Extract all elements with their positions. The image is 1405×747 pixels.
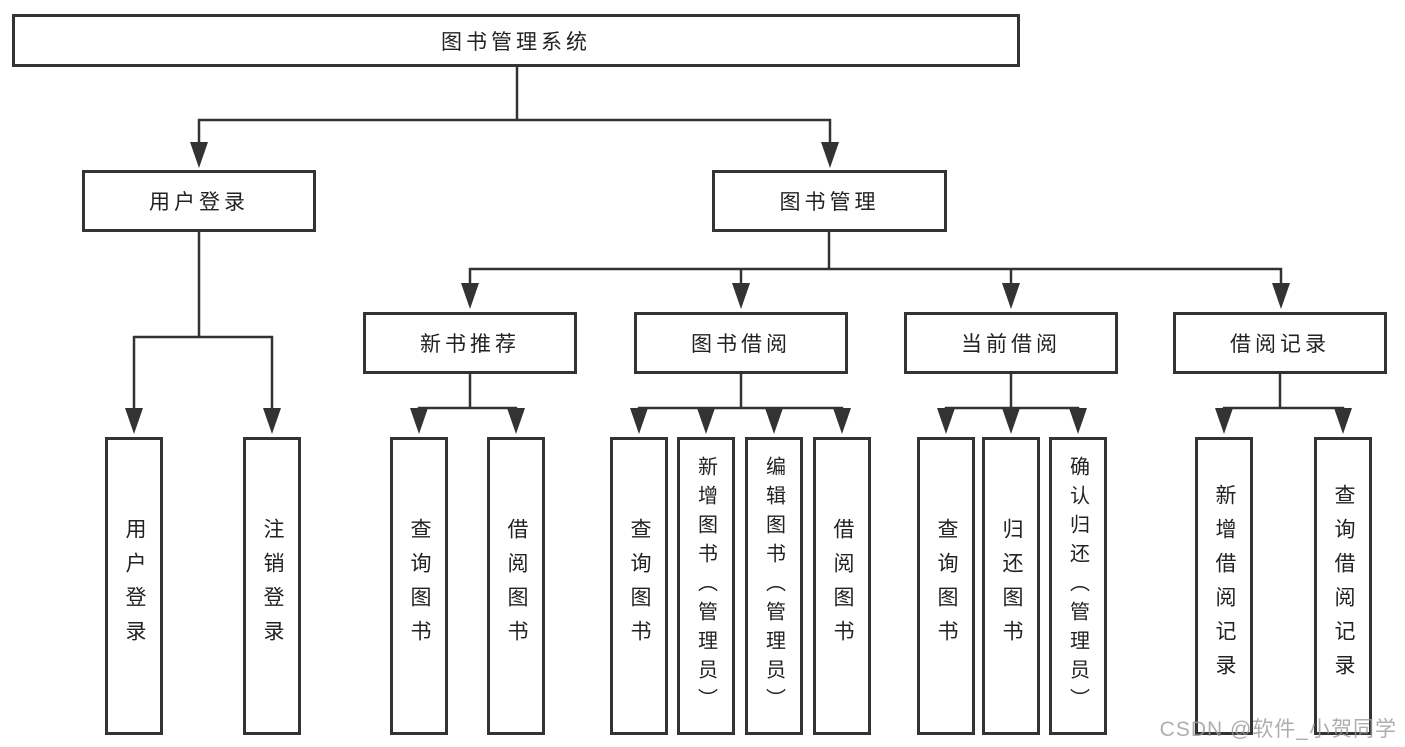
leaf-query-books-current: 查询图书 (917, 437, 975, 735)
arrowhead (1334, 408, 1352, 434)
arrowhead (1272, 283, 1290, 309)
arrowhead (507, 408, 525, 434)
node-user-login: 用户登录 (82, 170, 316, 232)
arrowhead (697, 408, 715, 434)
arrowhead (630, 408, 648, 434)
arrowhead (833, 408, 851, 434)
leaf-add-borrow-record: 新增借阅记录 (1195, 437, 1253, 735)
node-new-book-recommend: 新书推荐 (363, 312, 577, 374)
arrowhead (190, 142, 208, 168)
arrowhead (732, 283, 750, 309)
arrowhead (263, 408, 281, 434)
leaf-query-books-recommend: 查询图书 (390, 437, 448, 735)
arrowhead (1069, 408, 1087, 434)
arrowhead (125, 408, 143, 434)
arrowhead (821, 142, 839, 168)
arrowhead (1215, 408, 1233, 434)
arrowhead (461, 283, 479, 309)
csdn-watermark: CSDN @软件_小贺同学 (1159, 718, 1397, 741)
leaf-confirm-return-admin: 确认归还（管理员） (1049, 437, 1107, 735)
node-book-management: 图书管理 (712, 170, 947, 232)
arrowhead (765, 408, 783, 434)
arrowhead (410, 408, 428, 434)
node-book-borrow: 图书借阅 (634, 312, 848, 374)
leaf-borrow-books-recommend: 借阅图书 (487, 437, 545, 735)
arrowhead (1002, 283, 1020, 309)
node-current-borrow: 当前借阅 (904, 312, 1118, 374)
leaf-add-books-admin: 新增图书（管理员） (677, 437, 735, 735)
arrowhead (937, 408, 955, 434)
leaf-logout: 注销登录 (243, 437, 301, 735)
leaf-edit-books-admin: 编辑图书（管理员） (745, 437, 803, 735)
node-root: 图书管理系统 (12, 14, 1020, 67)
leaf-query-books: 查询图书 (610, 437, 668, 735)
arrowhead (1002, 408, 1020, 434)
leaf-return-books: 归还图书 (982, 437, 1040, 735)
leaf-borrow-books: 借阅图书 (813, 437, 871, 735)
leaf-query-borrow-record: 查询借阅记录 (1314, 437, 1372, 735)
leaf-user-login: 用户登录 (105, 437, 163, 735)
node-borrow-records: 借阅记录 (1173, 312, 1387, 374)
